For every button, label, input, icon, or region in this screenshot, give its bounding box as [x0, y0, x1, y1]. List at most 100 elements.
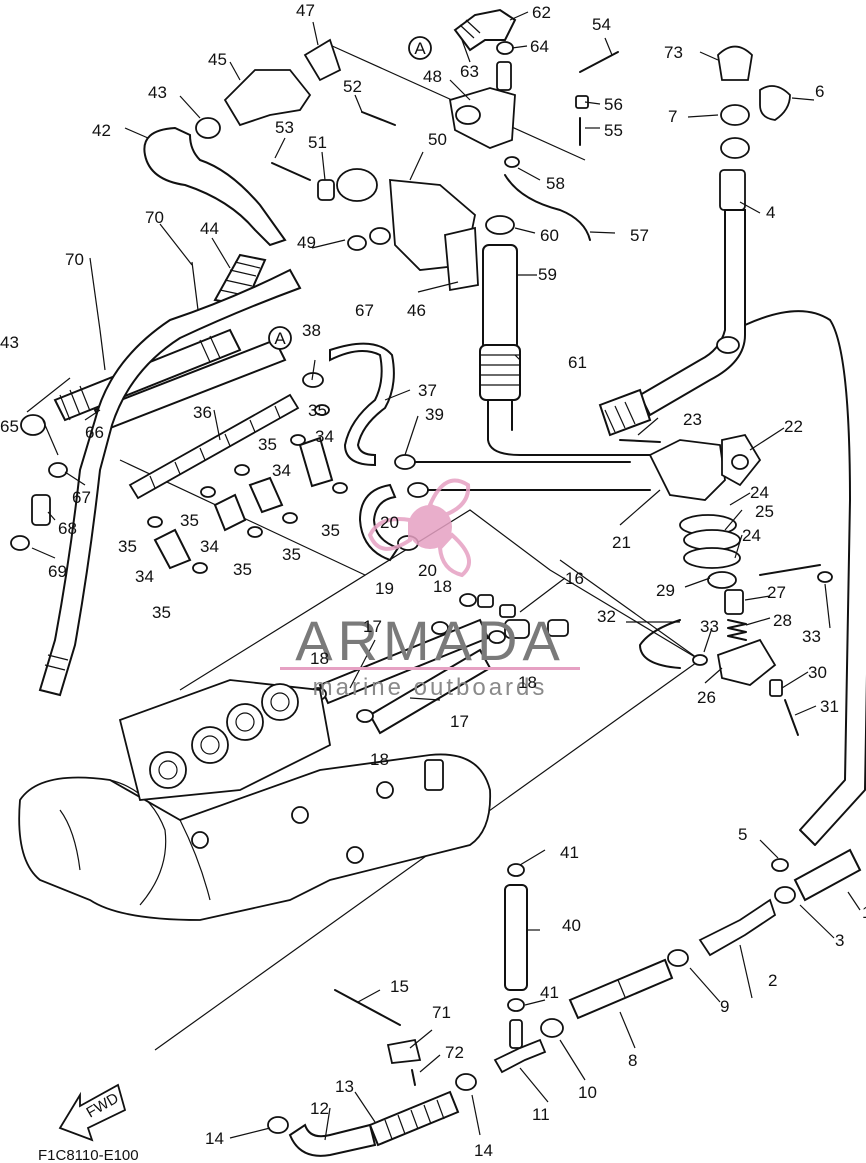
watermark: ARMADA marine outboards [280, 478, 580, 701]
callout-8: 8 [628, 1051, 637, 1070]
callout-35-g: 35 [282, 545, 301, 564]
fitting-4 [719, 169, 746, 211]
callout-65: 65 [0, 417, 19, 436]
hose-12 [288, 1123, 377, 1157]
callout-32: 32 [597, 607, 616, 626]
callout-39: 39 [425, 405, 444, 424]
callout-10: 10 [578, 1083, 597, 1102]
callout-51: 51 [308, 133, 327, 152]
fitting-2 [698, 898, 777, 957]
valve-27 [724, 589, 744, 615]
callout-34-b: 34 [200, 537, 219, 556]
hose-34-b [213, 493, 247, 532]
callout-14-left: 14 [205, 1129, 224, 1148]
manifold-body [18, 753, 492, 921]
callout-19: 19 [375, 579, 394, 598]
callout-25: 25 [755, 502, 774, 521]
cap-6 [759, 85, 791, 121]
callout-62: 62 [532, 3, 551, 22]
callout-35-c: 35 [258, 435, 277, 454]
callout-44: 44 [200, 219, 219, 238]
callout-41-top: 41 [560, 843, 579, 862]
callout-27: 27 [767, 583, 786, 602]
callout-28: 28 [773, 611, 792, 630]
callout-30: 30 [808, 663, 827, 682]
hose-62 [453, 8, 517, 52]
callout-9: 9 [720, 997, 729, 1016]
callout-70-top: 70 [145, 208, 164, 227]
fitting-47 [303, 38, 342, 82]
ref-marker-top-label: A [414, 39, 426, 58]
hose-34-a [153, 528, 192, 570]
bush-30 [769, 679, 783, 697]
callout-1: 1 [862, 903, 866, 922]
callout-58: 58 [546, 174, 565, 193]
callout-33-left: 33 [700, 617, 719, 636]
clamp-43-left [20, 414, 46, 436]
callout-35-d: 35 [308, 401, 327, 420]
callout-56: 56 [604, 95, 623, 114]
callout-17-upper: 17 [363, 617, 382, 636]
clamp-10 [540, 1018, 564, 1038]
screw-72 [411, 1069, 416, 1086]
callout-21: 21 [612, 533, 631, 552]
callout-57: 57 [630, 226, 649, 245]
clamp-9 [667, 949, 689, 967]
callout-34-c: 34 [272, 461, 291, 480]
callout-53: 53 [275, 118, 294, 137]
callout-24-a: 24 [750, 483, 769, 502]
callout-34-d: 34 [315, 427, 334, 446]
callout-67-left: 67 [72, 488, 91, 507]
callout-67-mid: 67 [355, 301, 374, 320]
callout-33-right: 33 [802, 627, 821, 646]
hose-57 [504, 174, 591, 241]
callout-20-b: 20 [418, 561, 437, 580]
cover-26 [716, 638, 777, 686]
gasket-25 [683, 529, 741, 551]
hose-1 [793, 848, 862, 902]
hose-65 [53, 328, 242, 422]
callout-43-left: 43 [0, 333, 19, 352]
callout-3: 3 [835, 931, 844, 950]
callout-64: 64 [530, 37, 549, 56]
callout-36: 36 [193, 403, 212, 422]
hose-4-long [638, 209, 746, 417]
callout-5: 5 [738, 825, 747, 844]
hose-40 [504, 884, 528, 991]
callout-11: 11 [532, 1105, 550, 1124]
callout-4: 4 [766, 203, 775, 222]
callout-18-d: 18 [370, 750, 389, 769]
callout-13: 13 [335, 1077, 354, 1096]
bush-51 [317, 179, 335, 201]
callout-20-a: 20 [380, 513, 399, 532]
clamp-3 [774, 886, 796, 904]
hose-34-c [248, 476, 284, 514]
clamp-67-mid [347, 235, 367, 251]
callout-2: 2 [768, 971, 777, 990]
callout-45: 45 [208, 50, 227, 69]
drawing-code: F1C8110-E100 [38, 1147, 139, 1163]
clamp-14-right [455, 1073, 477, 1091]
callout-47: 47 [296, 1, 315, 20]
hose-37 [329, 342, 395, 467]
callout-50: 50 [428, 130, 447, 149]
leader-lines [26, 11, 861, 1141]
callout-55: 55 [604, 121, 623, 140]
callout-17-lower: 17 [450, 712, 469, 731]
callout-59: 59 [538, 265, 557, 284]
hose-long-left [38, 268, 302, 697]
hose-42 [143, 126, 287, 247]
callout-38: 38 [302, 321, 321, 340]
callout-54: 54 [592, 15, 611, 34]
hose-34-d [298, 436, 334, 488]
clamp-43-top [195, 117, 221, 139]
callout-61: 61 [568, 353, 587, 372]
callout-63: 63 [460, 62, 479, 81]
callout-49: 49 [297, 233, 316, 252]
callout-35-e: 35 [152, 603, 171, 622]
callout-18-b: 18 [310, 649, 329, 668]
callout-71: 71 [432, 1003, 451, 1022]
spring-28 [727, 619, 747, 641]
